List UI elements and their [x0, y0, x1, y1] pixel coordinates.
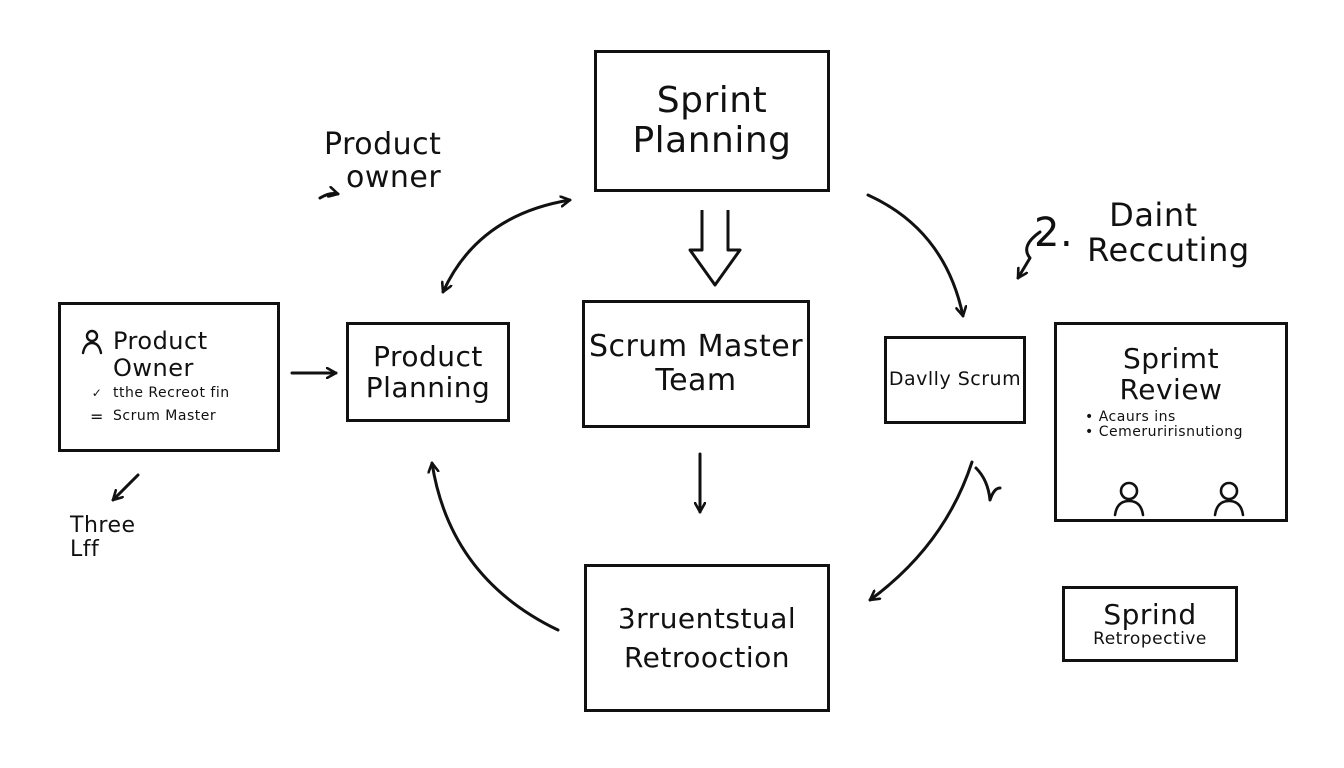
scrum-master-team-line1: Scrum Master — [588, 329, 804, 365]
scrum-master-team-line2: Team — [655, 363, 737, 398]
person-icon — [81, 329, 103, 354]
product-owner-annotation: Product owner — [324, 128, 441, 194]
daint-number: 2. — [1034, 210, 1074, 257]
scrum-master-team-box: Scrum Master Team — [582, 300, 810, 428]
product-planning-line2: Planning — [365, 371, 491, 404]
dash-mark-icon: = — [90, 406, 104, 426]
arrow-sprint-planning-to-daily-scrum — [866, 193, 963, 318]
daint-line1: Daint — [1109, 196, 1198, 234]
retrospective-box: 3rruentstual Retrooction — [584, 564, 830, 712]
sprint-review-bullet-2: Cemeruririsnutiong — [1098, 424, 1244, 441]
retrospective-line2: Retrooction — [623, 641, 791, 674]
roles-recruit: tthe Recreot fin — [113, 385, 230, 402]
daily-scrum-label: Davlly Scrum — [888, 368, 1022, 391]
product-owner-line1: Product — [324, 127, 442, 162]
sprint-review-bullet: • Cemeruririsnutiong — [1085, 424, 1244, 441]
sprint-retro-line2: Retropective — [1093, 629, 1207, 650]
arrow-roles-to-three-lff — [111, 473, 140, 502]
three-lff-line1: Three — [70, 513, 136, 538]
retrospective-line1: 3rruentstual — [617, 601, 797, 635]
sprint-review-bullet: • Acaurs ins — [1085, 408, 1176, 425]
sprint-review-bullet-1: Acaurs ins — [1098, 408, 1176, 425]
three-lff-annotation: Three Lff — [70, 513, 136, 563]
sprint-review-line2: Review — [1119, 373, 1223, 407]
sprint-planning-box: Sprint Planning — [594, 50, 830, 192]
daint-reccuting-annotation: 2. Daint Reccuting — [1034, 196, 1250, 270]
arrow-daint-reccuting — [1016, 230, 1042, 280]
three-lff-line2: Lff — [70, 537, 100, 563]
product-planning-box: Product Planning — [346, 322, 510, 422]
arrow-product-owner — [318, 194, 340, 200]
product-planning-line1: Product — [373, 339, 483, 373]
roles-owner: Owner — [113, 354, 194, 383]
daint-line2: Reccuting — [1087, 231, 1250, 270]
sprint-review-box: Sprimt Review • Acaurs ins • Cemeruriris… — [1054, 322, 1288, 522]
arrow-product-to-sprint-planning — [443, 200, 572, 294]
roles-scrum-master: Scrum Master — [113, 407, 217, 424]
daily-scrum-box: Davlly Scrum — [884, 336, 1026, 424]
sprint-planning-line1: Sprint — [656, 79, 768, 121]
sprint-retro-line1: Sprind — [1103, 597, 1197, 631]
roles-product: Product — [113, 327, 208, 356]
hollow-arrow-sprint-to-team — [688, 210, 742, 287]
check-mark-icon: ✓ — [91, 386, 103, 401]
product-owner-line2: owner — [346, 160, 442, 195]
hook-mark — [974, 466, 1002, 502]
sprint-retrospective-box: Sprind Retropective — [1062, 586, 1238, 662]
arrow-daily-scrum-to-retrospective — [868, 460, 974, 602]
arrow-retrospective-to-product-planning — [432, 461, 560, 632]
roles-box: Product Owner ✓ tthe Recreot fin = Scrum… — [58, 302, 280, 452]
attendee-icons — [1113, 481, 1245, 517]
sprint-review-line1: Sprimt — [1122, 342, 1220, 375]
sprint-planning-line2: Planning — [632, 120, 792, 161]
